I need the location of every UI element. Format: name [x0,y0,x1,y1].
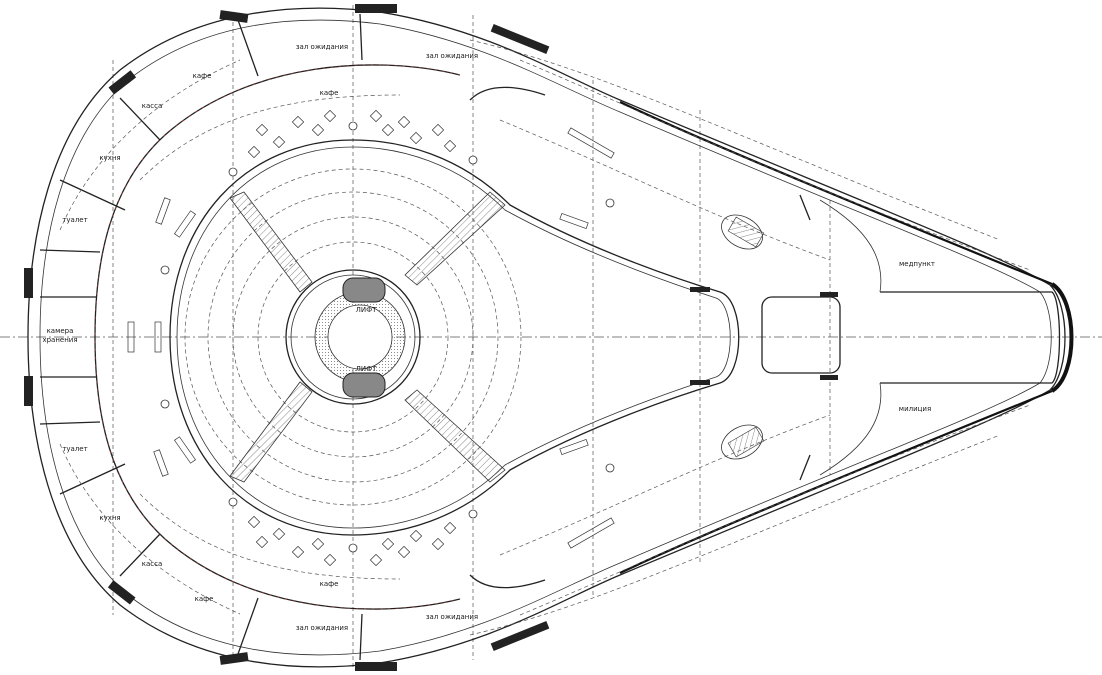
label-kitchen-top: кухня [99,154,120,162]
label-cash-bottom: касса [142,560,163,568]
lift-car-top [342,277,386,303]
grid-axes [112,5,831,670]
circulation-paths [59,39,1031,636]
door-mark [820,375,838,380]
label-wait-top-left: зал ожидания [296,43,348,51]
room-ring-wall [94,64,461,610]
escalators [229,191,506,483]
lift-car-bottom [342,372,386,398]
label-cash-top: касса [142,102,163,110]
main-hall-wall [169,139,740,536]
label-police: милиция [899,405,931,413]
seating-top [247,109,457,159]
main-hall-inner [176,146,731,529]
label-wait-bottom-right: зал ожидания [426,613,478,621]
door-mark [820,292,838,297]
label-kitchen-bottom: кухня [99,514,120,522]
label-wait-bottom-left: зал ожидания [296,624,348,632]
end-chamber [761,296,841,374]
label-cafe-top-left: кафе [193,72,212,80]
label-medpoint: медпункт [899,260,935,268]
tail-core [880,291,1061,384]
tail-inner-top [819,199,882,293]
rotunda-outer [285,269,421,405]
facade-top [619,101,1053,286]
label-lift-bottom: ЛИФТ [356,365,378,373]
label-lift-top: ЛИФТ [356,306,378,314]
label-toilet-bottom: туалет [62,445,87,453]
ramps [721,214,765,460]
door-mark [690,287,710,292]
label-storage-1: камера [47,327,74,335]
benches [127,127,615,549]
label-toilet-top: туалет [62,216,87,224]
lift-core [327,304,393,370]
outer-wall [27,7,1066,668]
tail-inner-bottom [819,382,882,476]
rotunda-inner [290,274,416,400]
partition-curve-top [469,86,546,101]
label-cafe-bottom-inner: кафе [320,580,339,588]
columns [160,121,615,553]
door-mark [690,380,710,385]
label-wait-top-right: зал ожидания [426,52,478,60]
partition-curve-bottom [469,574,546,589]
facade-bottom [619,389,1053,574]
inner-outer-wall [39,19,1052,656]
partitions [39,13,811,661]
label-cafe-bottom-left: кафе [195,595,214,603]
label-storage-2: хранения [42,336,77,344]
facade-nose [1050,282,1074,393]
wall-blocks [24,4,550,671]
room-labels: зал ожидания зал ожидания кафе кафе касс… [42,43,935,632]
label-cafe-top-inner: кафе [320,89,339,97]
seating-bottom [247,515,457,567]
concentric-rings [184,168,522,506]
